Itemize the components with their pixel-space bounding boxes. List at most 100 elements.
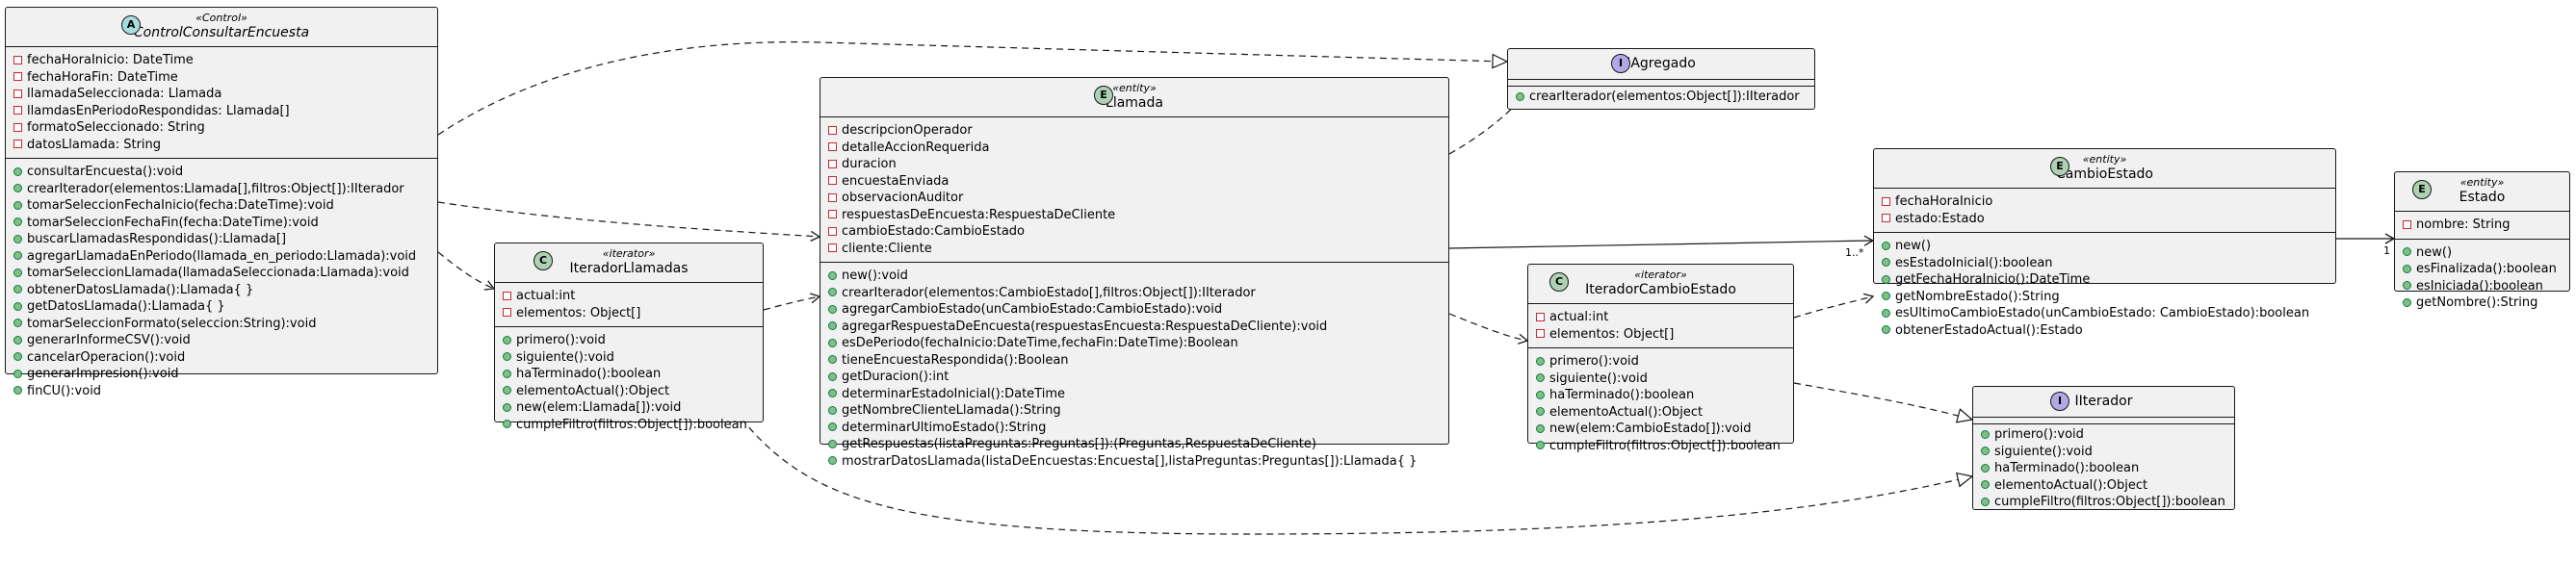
class-methods: crearIterador(elementos:Object[]):IItera…: [1508, 87, 1814, 111]
public-visibility-icon: [13, 386, 22, 395]
class-method: elementoActual():Object: [495, 383, 763, 400]
class-stereotype: «entity»: [1112, 82, 1157, 94]
public-visibility-icon: [13, 251, 22, 260]
public-visibility-icon: [503, 352, 511, 361]
method-text: agregarCambioEstado(unCambioEstado:Cambi…: [842, 302, 1223, 317]
class-attribute: cambioEstado:CambioEstado: [820, 223, 1448, 241]
public-visibility-icon: [1882, 258, 1890, 267]
method-text: haTerminado():boolean: [1994, 461, 2140, 475]
attribute-text: actual:int: [516, 289, 576, 303]
public-visibility-icon: [828, 288, 837, 296]
class-method: tomarSeleccionFormato(seleccion:String):…: [6, 316, 437, 333]
class-attribute: llamdasEnPeriodoRespondidas: Llamada[]: [6, 103, 437, 120]
class-attribute: actual:int: [495, 288, 763, 305]
method-text: esFinalizada():boolean: [2416, 262, 2557, 276]
method-text: primero():void: [516, 333, 606, 347]
attribute-text: observacionAuditor: [842, 191, 964, 205]
attribute-text: llamdasEnPeriodoRespondidas: Llamada[]: [27, 103, 290, 118]
class-method: getDatosLlamada():Llamada{ }: [6, 298, 437, 316]
method-text: buscarLlamadasRespondidas():Llamada[]: [27, 232, 287, 246]
public-visibility-icon: [2403, 297, 2411, 307]
class-attribute: estado:Estado: [1874, 211, 2335, 228]
method-text: getFechaHoraInicio():DateTime: [1895, 272, 2091, 287]
attribute-text: cambioEstado:CambioEstado: [842, 224, 1026, 239]
class-method: crearIterador(elementos:Object[]):IItera…: [1508, 89, 1814, 106]
public-visibility-icon: [13, 234, 22, 243]
class-badge-icon: C: [1549, 272, 1569, 292]
class-method: haTerminado():boolean: [495, 366, 763, 383]
private-visibility-icon: [1882, 214, 1890, 222]
multiplicity-cambioestado-estado: 1: [2383, 244, 2390, 257]
class-method: obtenerEstadoActual():Estado: [1874, 322, 2335, 340]
class-header: C «iterator» IteradorLlamadas: [495, 243, 763, 283]
public-visibility-icon: [1882, 241, 1890, 250]
class-attribute: elementos: Object[]: [1528, 326, 1793, 344]
public-visibility-icon: [1536, 390, 1545, 399]
public-visibility-icon: [828, 439, 837, 448]
class-method: esDePeriodo(fechaInicio:DateTime,fechaFi…: [820, 335, 1448, 352]
attribute-text: respuestasDeEncuesta:RespuestaDeCliente: [842, 207, 1116, 222]
class-attribute: nombre: String: [2395, 217, 2569, 234]
class-stereotype: «iterator»: [602, 247, 656, 260]
class-method: cumpleFiltro(filtros:Object[]):boolean: [495, 417, 763, 434]
class-header: I IIterador: [1973, 387, 2234, 418]
class-header: E «entity» CambioEstado: [1874, 149, 2335, 189]
class-attribute: formatoSeleccionado: String: [6, 119, 437, 137]
class-methods: consultarEncuesta():void crearIterador(el…: [6, 159, 437, 404]
public-visibility-icon: [13, 369, 22, 378]
method-text: crearIterador(elementos:Object[]):IItera…: [1529, 89, 1800, 104]
method-text: siguiente():void: [516, 349, 614, 365]
public-visibility-icon: [13, 217, 22, 226]
public-visibility-icon: [13, 268, 22, 277]
attribute-text: fechaHoraInicio: DateTime: [27, 53, 194, 67]
class-method: new():void: [820, 268, 1448, 285]
attribute-text: encuestaEnviada: [842, 173, 950, 189]
method-text: getDatosLlamada():Llamada{ }: [27, 299, 225, 314]
class-attribute: encuestaEnviada: [820, 173, 1448, 191]
class-method: determinarEstadoInicial():DateTime: [820, 386, 1448, 403]
method-text: mostrarDatosLlamada(listaDeEncuestas:Enc…: [842, 453, 1418, 469]
method-text: elementoActual():Object: [1994, 477, 2148, 493]
attribute-text: nombre: String: [2416, 217, 2511, 232]
attribute-text: duracion: [842, 157, 897, 171]
public-visibility-icon: [1516, 91, 1524, 101]
method-text: esIniciada():boolean: [2416, 278, 2543, 294]
class-method: new(elem:CambioEstado[]):void: [1528, 421, 1793, 438]
class-stereotype: «iterator»: [1634, 268, 1687, 281]
public-visibility-icon: [503, 369, 511, 378]
abstract-class-badge-icon: A: [121, 15, 141, 35]
public-visibility-icon: [13, 200, 22, 210]
public-visibility-icon: [13, 301, 22, 311]
class-method: haTerminado():boolean: [1973, 460, 2234, 477]
class-attribute: detalleAccionRequerida: [820, 140, 1448, 157]
method-text: consultarEncuesta():void: [27, 165, 184, 179]
class-estado: E «entity» Estado nombre: String new()es…: [2394, 171, 2570, 310]
private-visibility-icon: [828, 226, 837, 236]
class-attribute: datosLlamada: String: [6, 137, 437, 154]
method-text: cumpleFiltro(filtros:Object[]):boolean: [516, 417, 747, 432]
public-visibility-icon: [13, 285, 22, 294]
class-method: crearIterador(elementos:Llamada[],filtro…: [6, 181, 437, 198]
class-stereotype: «Control»: [195, 12, 247, 24]
class-method: new(): [2395, 244, 2569, 262]
method-text: haTerminado():boolean: [516, 367, 662, 381]
edge-llamada-iteradorcambioestado: [1448, 313, 1529, 345]
class-attribute: respuestasDeEncuesta:RespuestaDeCliente: [820, 207, 1448, 224]
class-method: esFinalizada():boolean: [2395, 261, 2569, 278]
public-visibility-icon: [828, 355, 837, 364]
method-text: obtenerEstadoActual():Estado: [1895, 322, 2083, 338]
class-header: E «entity» Llamada: [820, 78, 1448, 117]
public-visibility-icon: [828, 270, 837, 280]
method-text: getNombreEstado():String: [1895, 289, 2060, 304]
class-method: elementoActual():Object: [1973, 477, 2234, 495]
class-method: esUltimoCambioEstado(unCambioEstado: Cam…: [1874, 305, 2335, 322]
class-method: primero():void: [495, 332, 763, 349]
class-method: getDuracion():int: [820, 369, 1448, 386]
public-visibility-icon: [1981, 497, 1990, 506]
public-visibility-icon: [13, 319, 22, 327]
entity-badge-icon: E: [2412, 180, 2432, 199]
class-method: siguiente():void: [495, 349, 763, 367]
